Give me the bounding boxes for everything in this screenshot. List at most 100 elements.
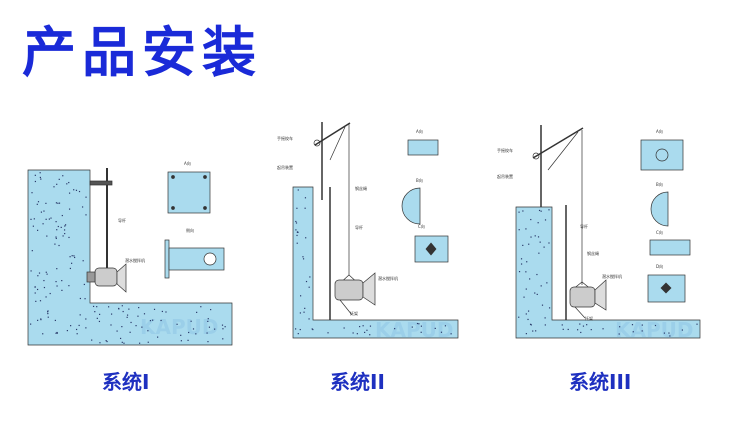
- aggregate-dot: [418, 323, 420, 325]
- aggregate-dot: [68, 181, 70, 184]
- aggregate-dot: [81, 206, 84, 208]
- aggregate-dot: [35, 300, 37, 302]
- aggregate-dot: [518, 316, 520, 318]
- aggregate-dot: [663, 332, 665, 334]
- aggregate-dot: [32, 225, 34, 227]
- aggregate-dot: [296, 234, 298, 237]
- aggregate-dot: [180, 334, 182, 336]
- aggregate-dot: [64, 224, 67, 226]
- aggregate-dot: [206, 332, 208, 334]
- aggregate-dot: [94, 311, 96, 313]
- aggregate-dot: [37, 201, 40, 203]
- aggregate-dot: [119, 337, 122, 340]
- aggregate-dot: [116, 330, 118, 332]
- aggregate-dot: [308, 286, 310, 288]
- aggregate-dot: [152, 319, 154, 321]
- view-c-plate: [649, 239, 691, 256]
- aggregate-dot: [105, 340, 107, 342]
- aggregate-dot: [75, 189, 78, 191]
- aggregate-dot: [165, 311, 167, 313]
- label-view-a: A向: [416, 128, 423, 134]
- aggregate-dot: [36, 203, 38, 205]
- label-side-view: 侧向: [186, 227, 194, 233]
- aggregate-dot: [582, 325, 585, 327]
- aggregate-dot: [523, 296, 525, 298]
- aggregate-dot: [548, 209, 550, 211]
- aggregate-dot: [529, 323, 532, 325]
- label-view-b: B向: [656, 181, 663, 187]
- aggregate-dot: [43, 279, 45, 282]
- aggregate-dot: [121, 305, 123, 307]
- aggregate-dot: [522, 244, 524, 246]
- aggregate-dot: [327, 332, 329, 334]
- label-view-a: A向: [656, 128, 663, 134]
- aggregate-dot: [668, 332, 670, 334]
- aggregate-dot: [37, 275, 39, 277]
- aggregate-dot: [590, 329, 592, 331]
- aggregate-dot: [99, 313, 101, 316]
- aggregate-dot: [411, 326, 413, 328]
- aggregate-dot: [43, 210, 45, 212]
- aggregate-dot: [92, 305, 95, 308]
- aggregate-dot: [196, 311, 198, 313]
- aggregate-dot: [78, 324, 80, 327]
- aggregate-dot: [46, 273, 48, 275]
- aggregate-dot: [57, 202, 59, 204]
- aggregate-dot: [208, 326, 211, 328]
- aggregate-dot: [548, 242, 550, 244]
- aggregate-dot: [73, 255, 75, 257]
- aggregate-dot: [47, 316, 49, 318]
- aggregate-dot: [58, 244, 60, 247]
- system-1-diagram: 导杆 潜水搅拌机 A向 侧向 KAPUD: [27, 160, 233, 346]
- aggregate-dot: [42, 333, 44, 335]
- aggregate-dot: [161, 310, 163, 313]
- caption-system-2: 系统II: [330, 370, 385, 394]
- aggregate-dot: [141, 326, 143, 328]
- system-2-diagram: 手摇绞车 起吊装置 钢丝绳 导杆 潜水搅拌机 托架 A向 B向 C向 KAPUD: [277, 122, 459, 342]
- aggregate-dot: [78, 190, 81, 193]
- aggregate-dot: [66, 329, 68, 332]
- aggregate-dot: [420, 325, 422, 327]
- aggregate-dot: [561, 324, 563, 326]
- aggregate-dot: [110, 313, 113, 315]
- aggregate-dot: [31, 250, 33, 252]
- aggregate-dot: [128, 308, 130, 310]
- aggregate-dot: [544, 324, 546, 326]
- aggregate-dot: [55, 280, 57, 283]
- label-bracket: 托架: [350, 310, 358, 316]
- aggregate-dot: [359, 325, 361, 328]
- view-a-plate: [167, 171, 211, 214]
- aggregate-dot: [55, 237, 57, 240]
- aggregate-dot: [537, 236, 540, 238]
- aggregate-dot: [30, 218, 32, 220]
- aggregate-dot: [39, 172, 41, 174]
- aggregate-dot: [631, 324, 634, 326]
- wall-bracket: [89, 180, 113, 186]
- aggregate-dot: [55, 236, 57, 238]
- aggregate-dot: [58, 202, 61, 204]
- aggregate-dot: [195, 333, 197, 335]
- aggregate-dot: [84, 298, 86, 300]
- aggregate-dot: [121, 341, 123, 343]
- aggregate-dot: [126, 316, 128, 318]
- aggregate-dot: [567, 328, 569, 331]
- label-view-b: B向: [416, 177, 423, 183]
- aggregate-dot: [55, 332, 57, 334]
- aggregate-dot: [304, 307, 306, 309]
- aggregate-dot: [305, 237, 307, 239]
- aggregate-dot: [64, 225, 66, 227]
- aggregate-dot: [129, 331, 131, 333]
- aggregate-dot: [534, 235, 536, 237]
- aggregate-dot: [30, 323, 32, 325]
- aggregate-dot: [74, 256, 76, 259]
- aggregate-dot: [30, 270, 32, 272]
- aggregate-dot: [60, 226, 62, 229]
- view-b-semicircle: [650, 191, 669, 227]
- aggregate-dot: [669, 335, 671, 337]
- aggregate-dot: [56, 285, 58, 287]
- aggregate-dot: [641, 330, 643, 332]
- aggregate-dot: [49, 292, 51, 295]
- aggregate-dot: [434, 327, 436, 329]
- aggregate-dot: [56, 268, 58, 270]
